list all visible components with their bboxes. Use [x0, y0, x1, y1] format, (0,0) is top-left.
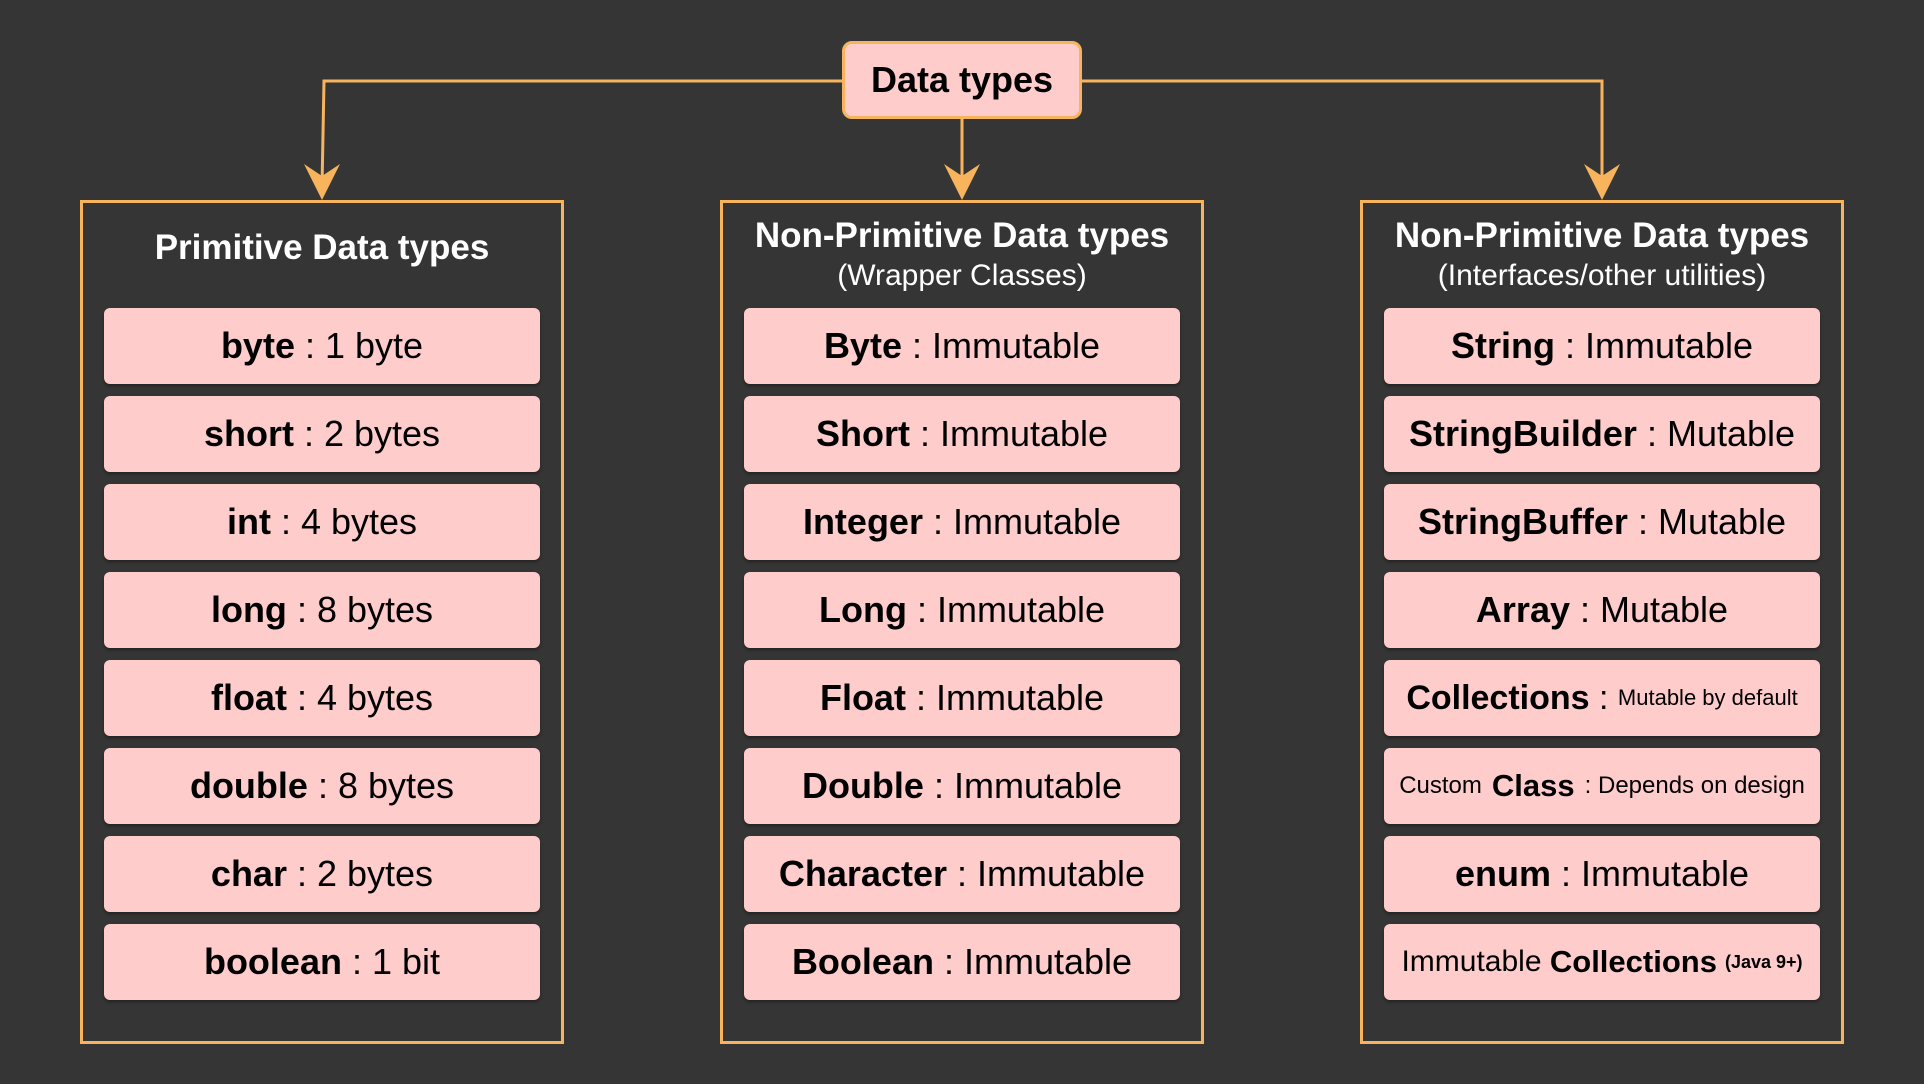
type-name: Boolean: [791, 941, 934, 982]
type-name: Collections: [1549, 944, 1717, 979]
arrowhead-right: [1584, 164, 1620, 200]
type-name: long: [210, 589, 287, 630]
type-size: 1 byte: [324, 325, 424, 366]
type-name: boolean: [203, 941, 342, 982]
column-wrapper-classes: Non-Primitive Data types (Wrapper Classe…: [720, 200, 1204, 1044]
mutability: Immutable: [939, 413, 1109, 454]
item-list: Byte : Immutable Short : Immutable Integ…: [744, 308, 1180, 1012]
column-primitive: Primitive Data types byte : 1 byte short…: [80, 200, 564, 1044]
type-size: 2 bytes: [316, 853, 434, 894]
type-item-Double: Double : Immutable: [744, 748, 1180, 824]
type-item-short: short : 2 bytes: [104, 396, 540, 472]
type-item-StringBuffer: StringBuffer : Mutable: [1384, 484, 1820, 560]
type-item-Long: Long : Immutable: [744, 572, 1180, 648]
type-name: Integer: [802, 501, 923, 542]
type-name: enum: [1454, 853, 1551, 894]
type-item-Short: Short : Immutable: [744, 396, 1180, 472]
type-item-Byte: Byte : Immutable: [744, 308, 1180, 384]
type-item-double: double : 8 bytes: [104, 748, 540, 824]
mutability: Immutable: [977, 853, 1146, 894]
root-label: Data types: [870, 59, 1054, 100]
type-name: Short: [815, 413, 910, 454]
connector-left: [320, 79, 842, 189]
type-item-Character: Character : Immutable: [744, 836, 1180, 912]
type-name: Class: [1491, 768, 1575, 803]
mutability: Depends on design: [1597, 772, 1805, 799]
connector-right: [1082, 79, 1604, 188]
column-interfaces-utilities: Non-Primitive Data types (Interfaces/oth…: [1360, 200, 1844, 1044]
item-list: String : Immutable StringBuilder : Mutab…: [1384, 308, 1820, 1012]
type-item-Boolean: Boolean : Immutable: [744, 924, 1180, 1000]
type-name: Array: [1475, 589, 1570, 630]
type-name: Character: [778, 853, 947, 894]
mutability: Immutable: [936, 589, 1106, 630]
type-size: 2 bytes: [323, 413, 441, 454]
type-item-Immutable-Collections: Immutable Collections (Java 9+): [1384, 924, 1820, 1000]
type-name: char: [210, 853, 287, 894]
type-name: double: [189, 765, 308, 806]
type-item-boolean: boolean : 1 bit: [104, 924, 540, 1000]
column-title: Primitive Data types: [154, 228, 490, 267]
type-name: StringBuilder: [1408, 413, 1637, 454]
mutability: Mutable: [1657, 501, 1787, 542]
column-subtitle: (Wrapper Classes): [837, 259, 1087, 292]
column-title: Non-Primitive Data types: [1394, 216, 1810, 255]
type-item-Integer: Integer : Immutable: [744, 484, 1180, 560]
mutability: Mutable: [1600, 589, 1729, 630]
type-item-Float: Float : Immutable: [744, 660, 1180, 736]
type-item-char: char : 2 bytes: [104, 836, 540, 912]
mutability: Immutable: [952, 501, 1122, 542]
type-prefix: Immutable: [1401, 945, 1542, 978]
type-prefix: Custom: [1399, 772, 1482, 799]
type-item-long: long : 8 bytes: [104, 572, 540, 648]
mutability: Immutable: [1580, 853, 1750, 894]
arrowhead-middle: [944, 164, 980, 200]
type-name: Double: [801, 765, 924, 806]
type-size: 8 bytes: [337, 765, 455, 806]
item-list: byte : 1 byte short : 2 bytes int : 4 by…: [104, 308, 540, 1012]
type-name: int: [226, 501, 271, 542]
type-size: 8 bytes: [316, 589, 434, 630]
type-size: 4 bytes: [316, 677, 434, 718]
type-name: byte: [220, 325, 295, 366]
mutability: Immutable: [953, 765, 1123, 806]
column-title: Non-Primitive Data types: [754, 216, 1170, 255]
version-note: (Java 9+): [1724, 951, 1803, 972]
type-size: 4 bytes: [300, 501, 418, 542]
type-name: Byte: [823, 325, 902, 366]
mutability: Immutable: [931, 325, 1101, 366]
mutability: Mutable by default: [1617, 685, 1798, 710]
type-size: 1 bit: [371, 941, 441, 982]
type-item-enum: enum : Immutable: [1384, 836, 1820, 912]
type-item-float: float : 4 bytes: [104, 660, 540, 736]
arrowhead-left: [304, 164, 340, 200]
type-item-Custom-Class: Custom Class : Depends on design: [1384, 748, 1820, 824]
type-name: float: [210, 677, 287, 718]
type-item-String: String : Immutable: [1384, 308, 1820, 384]
column-subtitle: (Interfaces/other utilities): [1437, 259, 1767, 292]
type-item-Collections: Collections : Mutable by default: [1384, 660, 1820, 736]
mutability: Immutable: [1584, 325, 1754, 366]
type-name: StringBuffer: [1417, 501, 1628, 542]
type-name: short: [203, 413, 294, 454]
type-item-int: int : 4 bytes: [104, 484, 540, 560]
type-name: Float: [819, 677, 906, 718]
mutability: Mutable: [1666, 413, 1796, 454]
type-name: Collections: [1406, 678, 1590, 717]
mutability: Immutable: [963, 941, 1133, 982]
type-name: String: [1450, 325, 1555, 366]
type-item-byte: byte : 1 byte: [104, 308, 540, 384]
root-node-data-types: Data types: [842, 41, 1082, 119]
mutability: Immutable: [935, 677, 1105, 718]
type-name: Long: [818, 589, 907, 630]
type-item-StringBuilder: StringBuilder : Mutable: [1384, 396, 1820, 472]
type-item-Array: Array : Mutable: [1384, 572, 1820, 648]
